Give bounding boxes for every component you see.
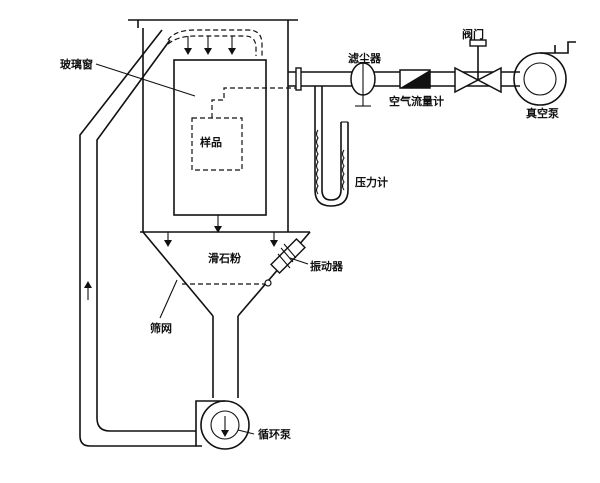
manometer [314,86,349,207]
label-vibrator: 振动器 [310,259,344,273]
label-glass-window: 玻璃窗 [60,57,93,71]
circulation-pump [195,400,250,450]
air-flow-meter [399,69,431,89]
label-circulation-pump: 循环泵 [258,427,291,441]
chamber-body [140,28,311,398]
return-pipe [79,29,196,447]
inlet-distributor [167,29,263,56]
label-pressure-gauge: 压力计 [355,175,388,189]
label-talc-powder: 滑石粉 [208,251,241,265]
label-air-flow-meter: 空气流量计 [389,94,444,108]
sample-box [191,117,243,171]
leader-lines [95,63,309,435]
sample-flow-path [211,87,297,118]
vibrator [264,238,306,287]
glass-window [173,59,267,216]
label-sieve: 筛网 [150,321,172,335]
label-dust-filter: 滤尘器 [348,51,382,65]
talc-flow-arrows [164,215,278,247]
valve [454,39,502,94]
label-valve: 阀门 [462,27,484,41]
chamber-top [128,19,298,28]
label-sample: 样品 [200,135,222,149]
dust-filter [350,62,376,107]
vacuum-pump [513,41,576,106]
label-vacuum-pump: 真空泵 [526,106,559,120]
